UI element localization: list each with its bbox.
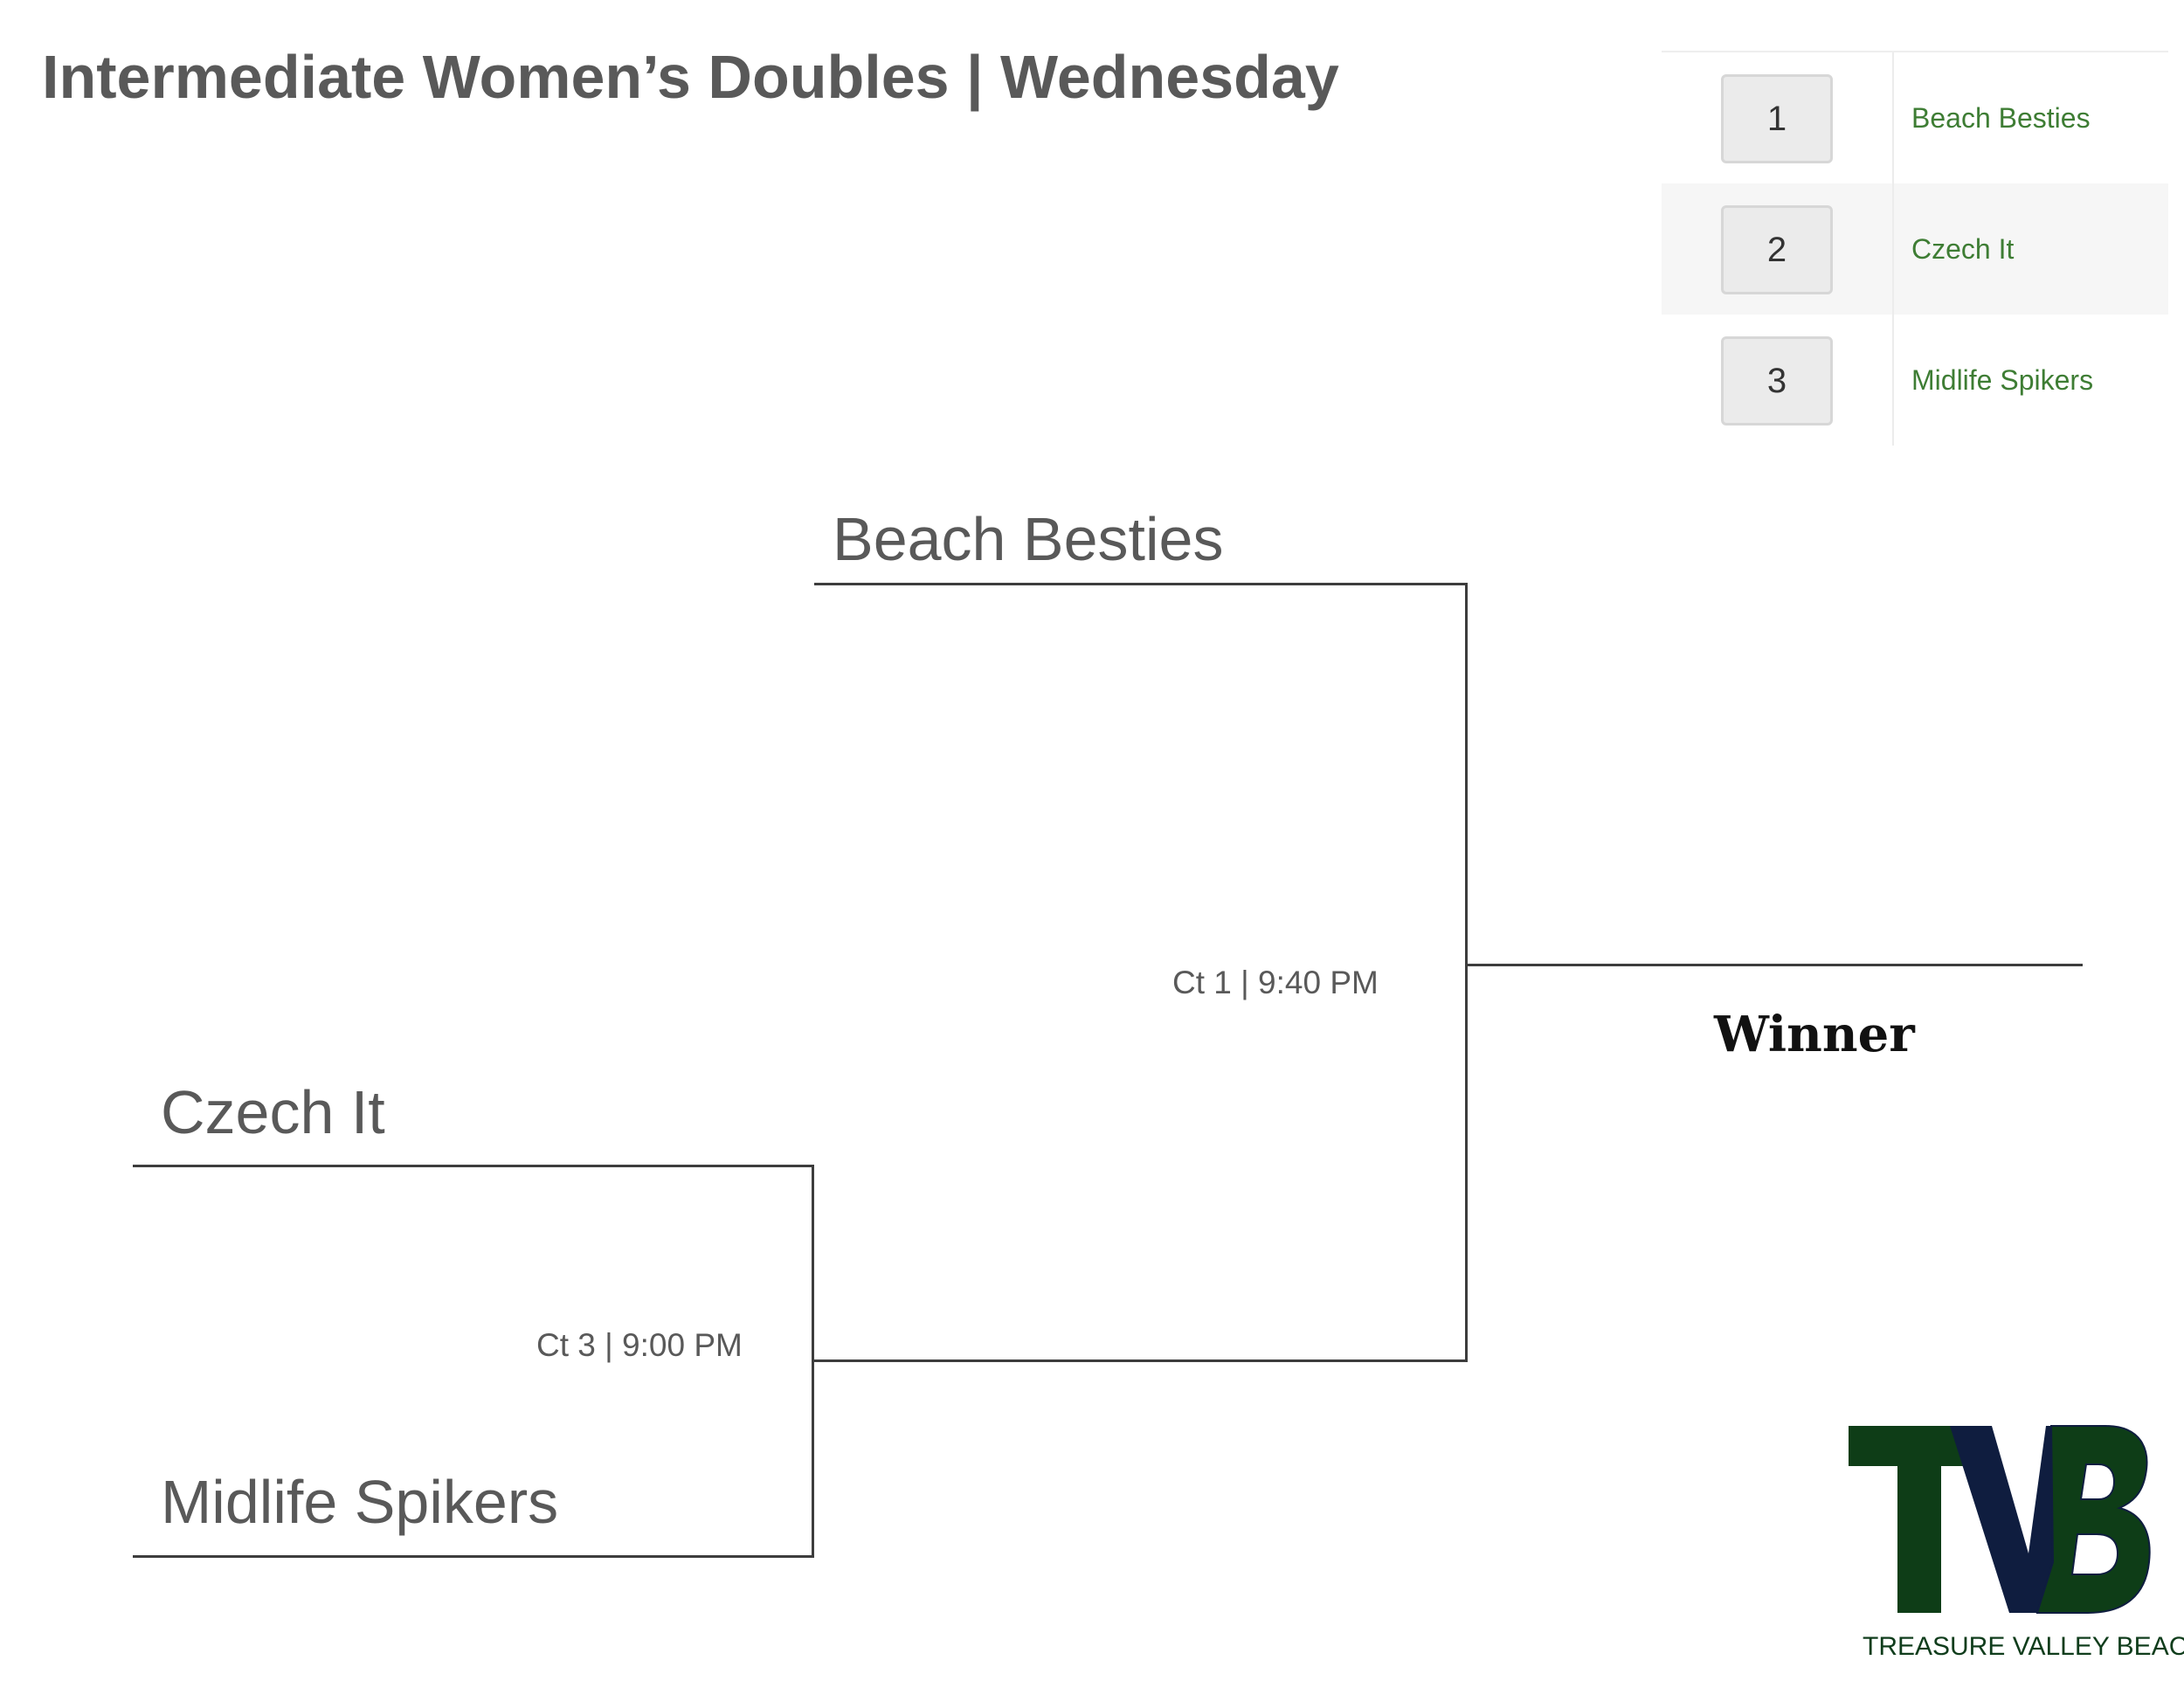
seed-table: 1 Beach Besties 2 Czech It 3 Midlife Spi… xyxy=(1662,51,2168,446)
bracket-line-semi-bottom xyxy=(133,1555,814,1558)
column-divider xyxy=(1892,52,1894,183)
tvb-logo xyxy=(1849,1425,2151,1614)
bracket-team-semi-top: Czech It xyxy=(161,1078,385,1146)
winner-label: Winner xyxy=(1714,1006,1915,1063)
seed-team-name[interactable]: Beach Besties xyxy=(1911,102,2091,134)
logo-text: TREASURE VALLEY BEACH xyxy=(1863,1632,2184,1661)
bracket-team-semi-bottom: Midlife Spikers xyxy=(161,1468,559,1536)
seed-row: 2 Czech It xyxy=(1662,183,2168,315)
bracket-line-top-team xyxy=(814,583,1468,585)
table-divider xyxy=(1662,51,2168,52)
seed-team-name[interactable]: Czech It xyxy=(1911,233,2015,265)
bracket-line-semi-winner xyxy=(814,1359,1468,1362)
seed-row: 1 Beach Besties xyxy=(1662,52,2168,183)
bracket-line-winner xyxy=(1465,964,2083,966)
logo-letter-t xyxy=(1849,1426,1974,1613)
column-divider xyxy=(1892,315,1894,446)
bracket-line-semi-vertical xyxy=(812,1165,814,1558)
logo-letter-v xyxy=(1950,1426,2072,1613)
bracket-line-semi-top xyxy=(133,1165,814,1167)
seed-team-name[interactable]: Midlife Spikers xyxy=(1911,364,2094,396)
seed-number: 1 xyxy=(1721,74,1833,163)
seed-row: 3 Midlife Spikers xyxy=(1662,315,2168,446)
page-title: Intermediate Women’s Doubles | Wednesday xyxy=(42,43,1339,111)
final-court-time: Ct 1 | 9:40 PM xyxy=(1172,965,1379,1000)
seed-number: 3 xyxy=(1721,336,1833,425)
logo-letter-b xyxy=(2035,1425,2151,1614)
semi-court-time: Ct 3 | 9:00 PM xyxy=(536,1327,743,1363)
seed-number: 2 xyxy=(1721,205,1833,294)
bracket-team-top: Beach Besties xyxy=(833,505,1224,573)
column-divider xyxy=(1892,183,1894,315)
bracket-line-final-vertical xyxy=(1465,583,1468,1362)
